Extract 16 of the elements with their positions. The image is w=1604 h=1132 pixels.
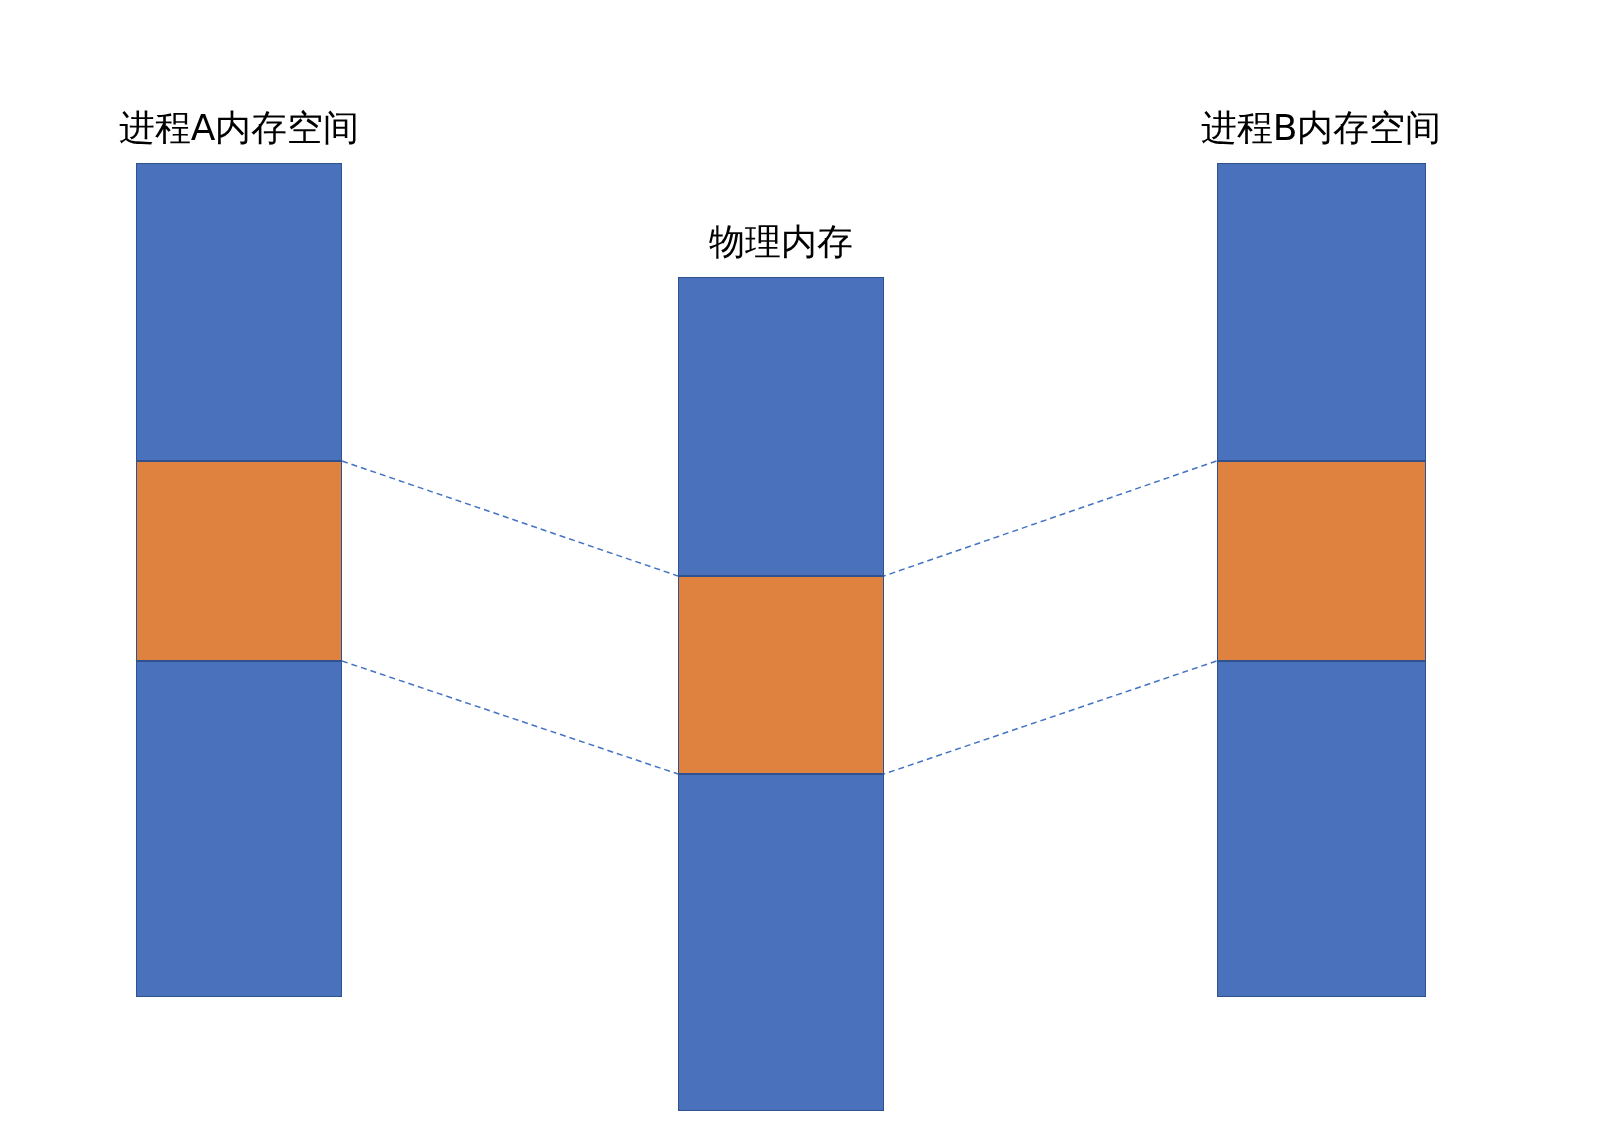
dashed-mapping-line bbox=[341, 660, 679, 775]
memory-segment bbox=[678, 277, 884, 576]
column-heading: 物理内存 bbox=[708, 220, 854, 264]
column-heading: 进程B内存空间 bbox=[1199, 106, 1443, 150]
dashed-mapping-line bbox=[341, 460, 679, 577]
dashed-mapping-line bbox=[883, 660, 1218, 775]
column-heading: 进程A内存空间 bbox=[117, 106, 361, 150]
mapped-memory-segment bbox=[136, 461, 342, 661]
memory-segment bbox=[136, 661, 342, 997]
dashed-mapping-line bbox=[883, 460, 1218, 577]
mapped-memory-segment bbox=[678, 576, 884, 774]
memory-segment bbox=[136, 163, 342, 461]
memory-segment bbox=[1216, 661, 1426, 997]
memory-segment bbox=[1216, 163, 1426, 461]
mapped-memory-segment bbox=[1216, 461, 1426, 661]
memory-segment bbox=[678, 774, 884, 1111]
